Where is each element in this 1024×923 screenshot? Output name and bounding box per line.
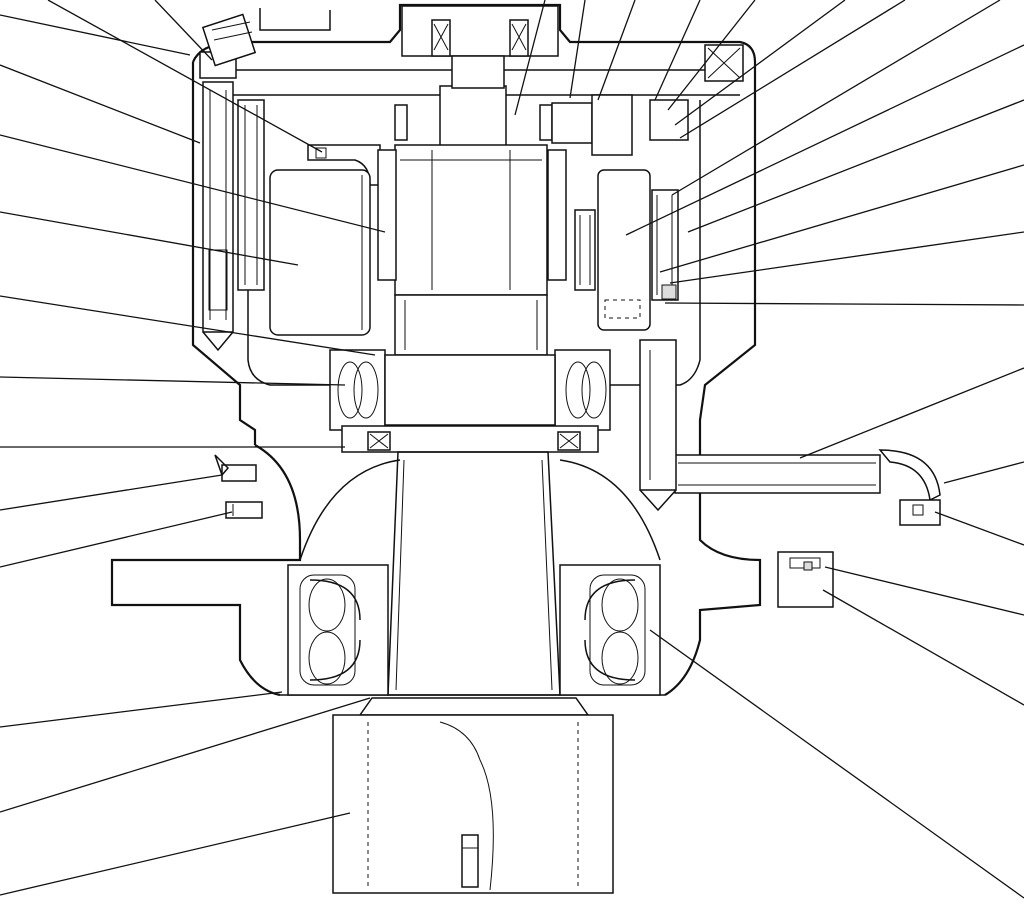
leader-line — [0, 511, 233, 568]
left-tie-bolt — [202, 81, 265, 352]
leader-line — [625, 44, 1024, 236]
drain-pipe — [674, 449, 941, 526]
leader-line — [0, 134, 386, 233]
top-left-plug — [199, 13, 257, 79]
leader-line — [659, 164, 1024, 273]
leader-line — [0, 14, 191, 56]
leader-line — [0, 295, 376, 356]
leader-line — [654, 0, 701, 101]
leader-line — [649, 629, 1024, 899]
leader-line — [154, 0, 213, 61]
leader-line — [597, 0, 636, 101]
leader-line — [687, 99, 1024, 233]
leader-line — [679, 0, 906, 139]
leader-line — [822, 589, 1024, 706]
leader-line — [0, 376, 346, 386]
leader-line — [671, 0, 1001, 196]
upper-bearing — [329, 349, 611, 431]
lower-bearing-right — [559, 564, 661, 696]
carrier-plate — [307, 44, 744, 186]
leader-line — [0, 211, 299, 266]
leader-line — [514, 0, 546, 116]
leader-line — [0, 474, 223, 511]
leader-line — [0, 697, 371, 813]
leader-line — [667, 0, 756, 111]
leader-line — [799, 367, 1024, 459]
leader-line — [0, 812, 351, 896]
oil-seal — [341, 425, 599, 453]
leader-line — [569, 0, 586, 99]
leader-line — [0, 64, 201, 144]
lower-bearing-left — [287, 564, 389, 696]
right-tie-bolt — [639, 339, 677, 512]
leader-line — [824, 566, 1024, 616]
left-planet-gear — [269, 169, 371, 336]
leader-line — [943, 461, 1024, 484]
right-plug — [777, 551, 834, 608]
sun-gear — [377, 144, 567, 356]
right-planet-gear — [574, 169, 679, 331]
leader-line — [669, 231, 1024, 284]
leader-line — [0, 691, 283, 728]
output-shaft — [387, 451, 561, 696]
leader-line — [47, 0, 323, 153]
leader-line — [674, 0, 846, 126]
leader-lines — [0, 0, 1024, 899]
grease-fittings — [214, 454, 263, 519]
top-center-block — [401, 5, 559, 147]
pinion — [332, 697, 614, 894]
leader-line — [664, 302, 1024, 306]
leader-line — [934, 511, 1024, 546]
